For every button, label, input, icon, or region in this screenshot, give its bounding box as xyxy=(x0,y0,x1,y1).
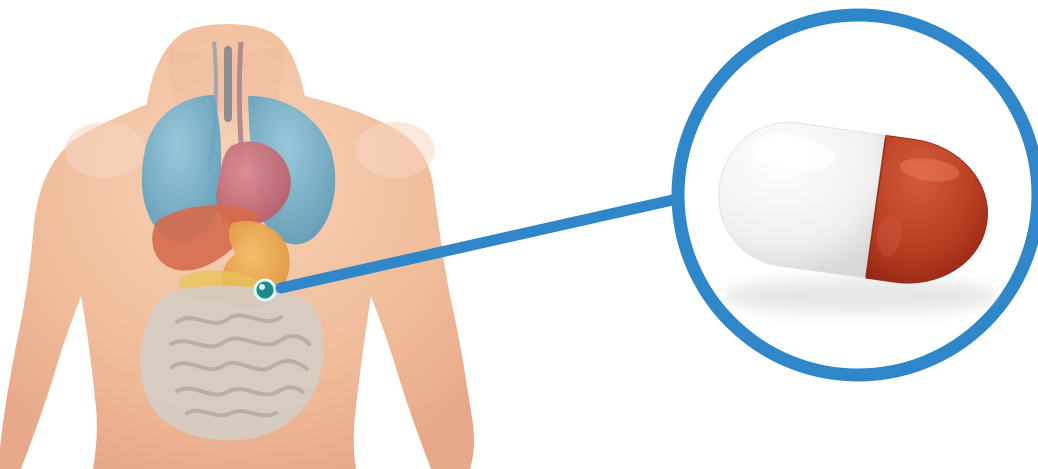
capsule-shadow xyxy=(722,278,998,314)
right-shoulder-highlight xyxy=(355,122,435,178)
human-torso xyxy=(0,24,474,469)
capsule-location-marker xyxy=(255,280,275,300)
left-shoulder-highlight xyxy=(65,122,145,178)
magnified-capsule-callout xyxy=(678,15,1038,375)
capsule-location-highlight xyxy=(259,284,265,290)
